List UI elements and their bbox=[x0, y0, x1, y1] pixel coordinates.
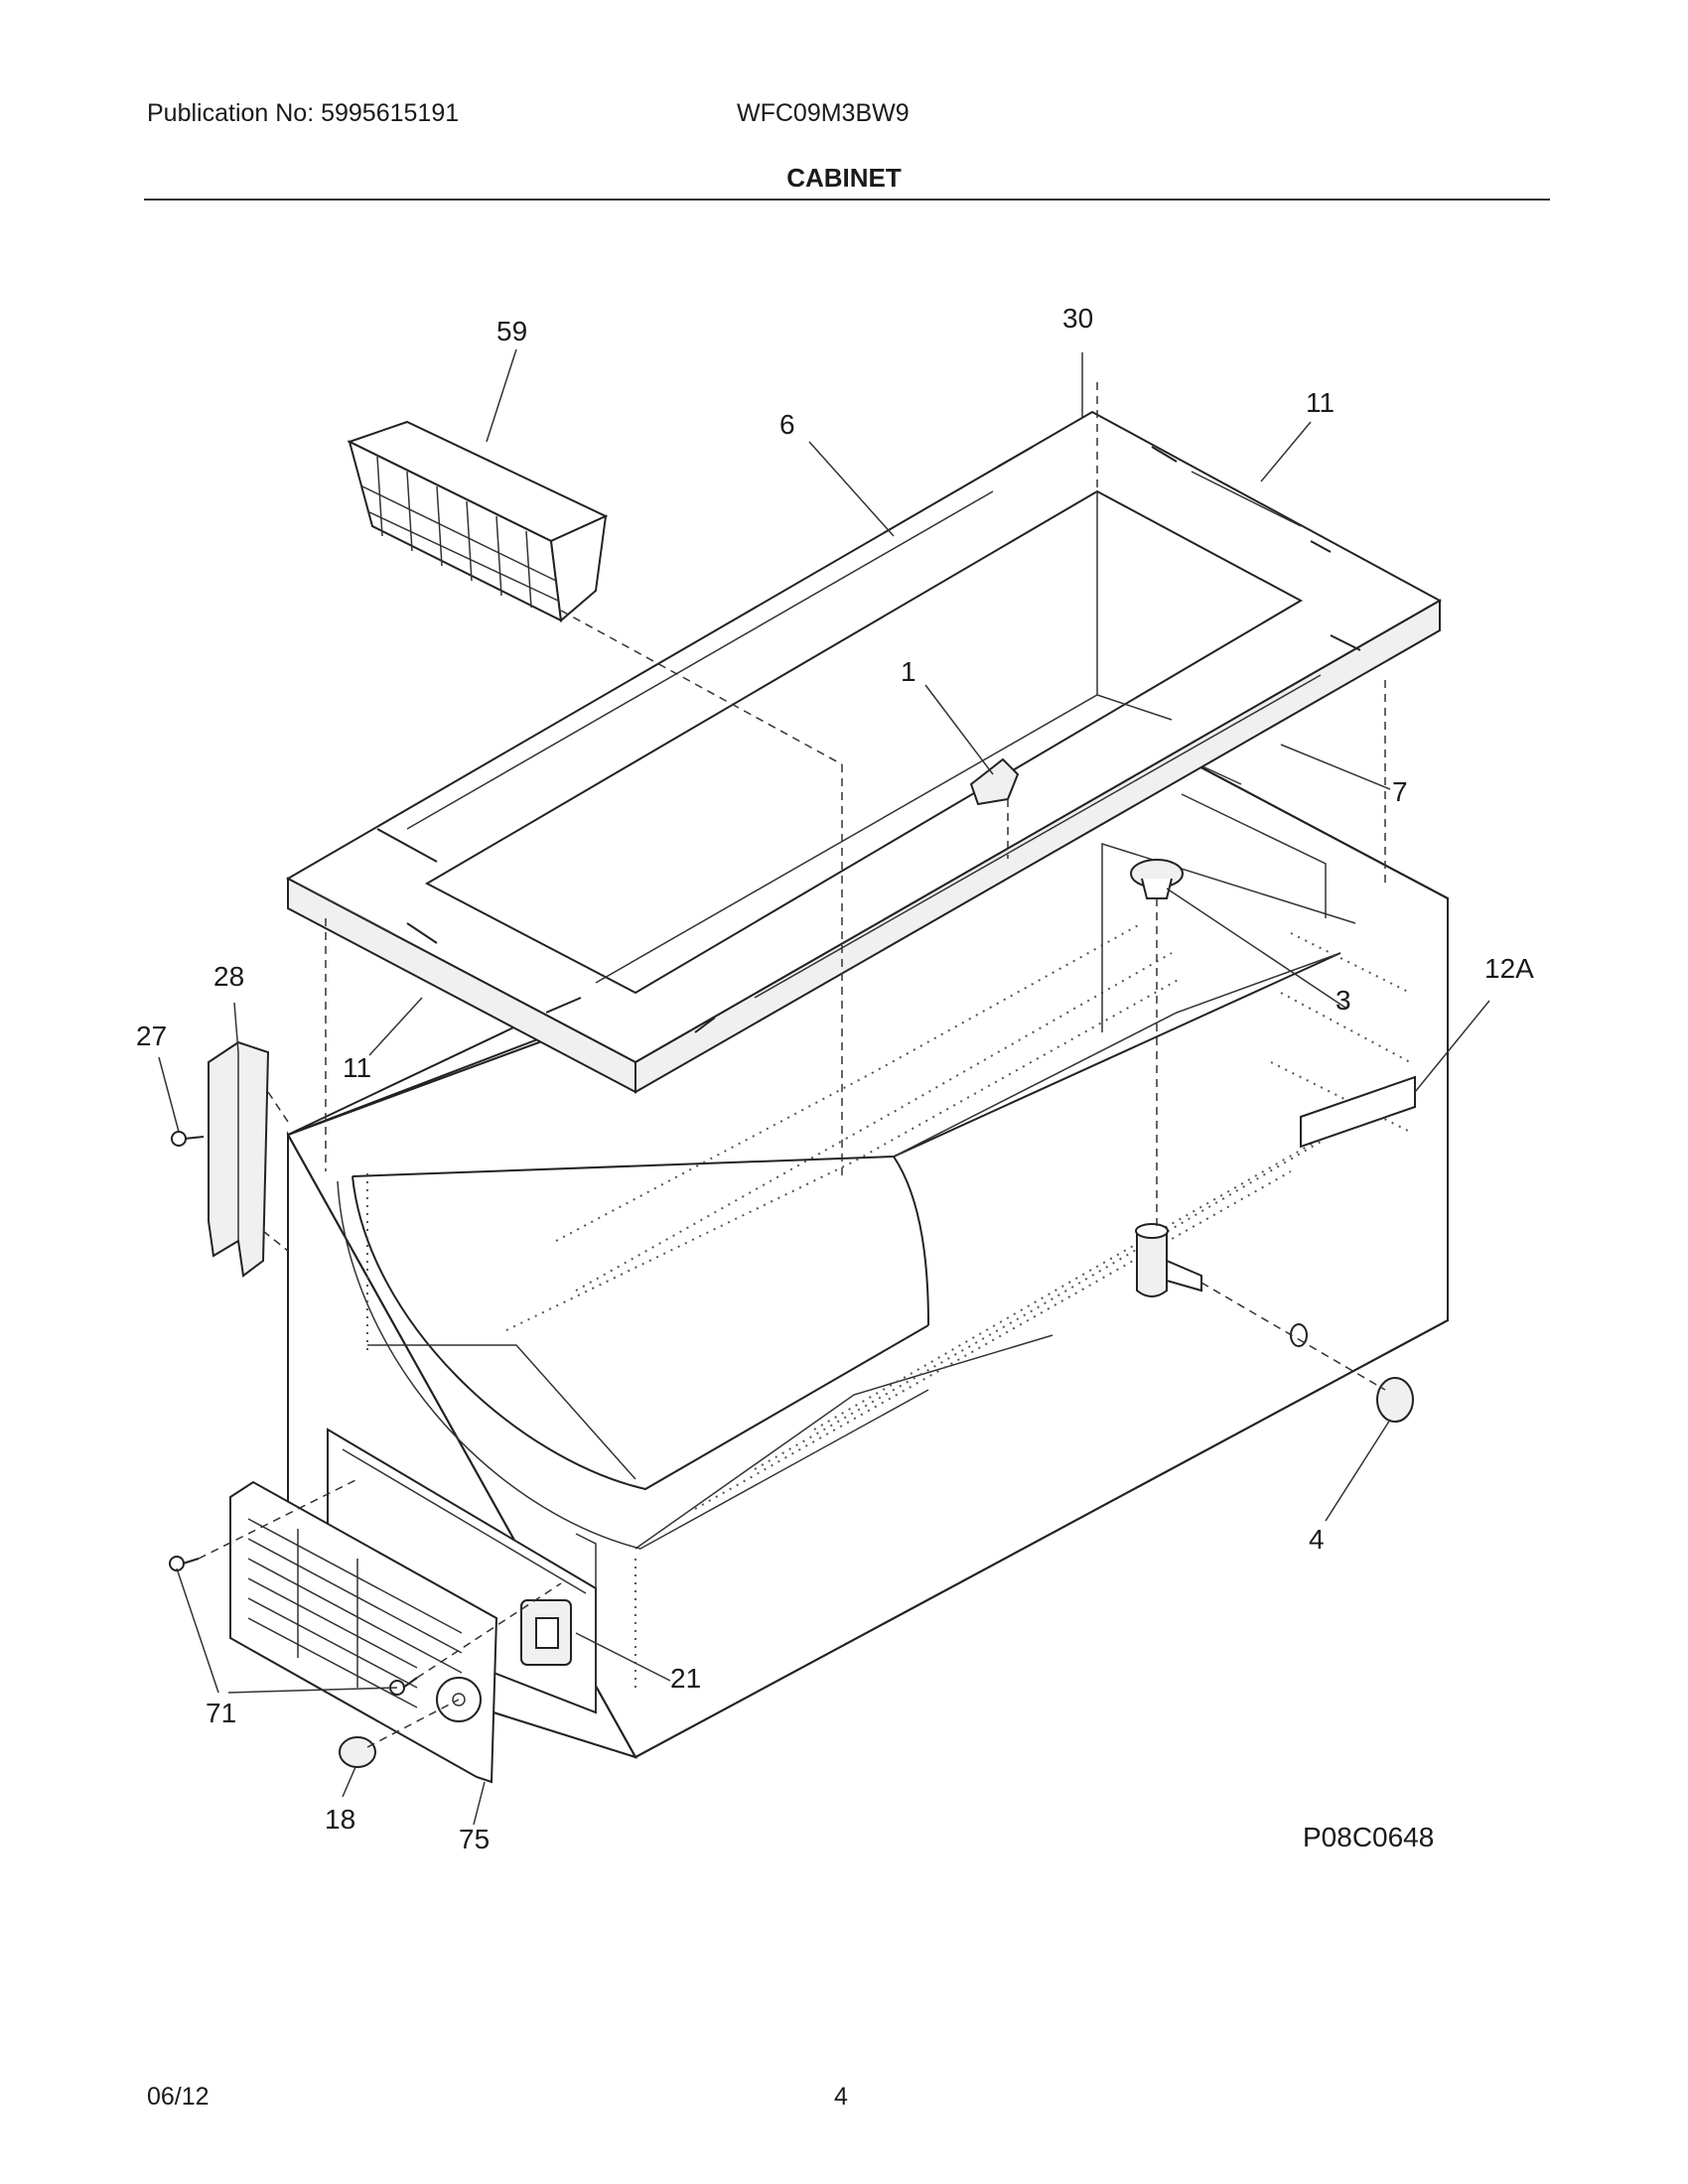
screws-71 bbox=[169, 1556, 418, 1696]
callout-numbers: 59 6 30 11 1 7 3 12A 28 27 11 4 21 71 18… bbox=[136, 303, 1534, 1854]
drain-cap-4 bbox=[1376, 1377, 1414, 1423]
cabinet-body bbox=[286, 752, 1449, 1759]
grille-75 bbox=[229, 1480, 498, 1784]
callout-59: 59 bbox=[496, 316, 527, 346]
callout-11-top: 11 bbox=[1306, 387, 1335, 418]
drain-plug-3 bbox=[1130, 859, 1184, 899]
assembly-lines bbox=[198, 382, 1386, 1748]
screw-27 bbox=[171, 1131, 205, 1147]
page-number: 4 bbox=[834, 2083, 848, 2111]
callout-11-left: 11 bbox=[343, 1052, 371, 1083]
callout-30: 30 bbox=[1062, 303, 1093, 334]
callout-12a: 12A bbox=[1484, 953, 1534, 984]
callout-21: 21 bbox=[670, 1663, 701, 1694]
callout-1: 1 bbox=[901, 656, 916, 687]
callout-71: 71 bbox=[206, 1698, 236, 1728]
callout-18: 18 bbox=[325, 1804, 355, 1835]
header-rule bbox=[144, 199, 1550, 201]
diagram-code: P08C0648 bbox=[1303, 1822, 1434, 1852]
publication-date: 06/12 bbox=[147, 2083, 210, 2111]
breaker-frame bbox=[285, 410, 1443, 1094]
callout-27: 27 bbox=[136, 1021, 167, 1051]
model-number: WFC09M3BW9 bbox=[737, 99, 910, 127]
knob-18 bbox=[339, 1736, 376, 1768]
leader-lines bbox=[158, 348, 1490, 1826]
callout-75: 75 bbox=[459, 1824, 490, 1854]
callout-28: 28 bbox=[213, 961, 244, 992]
thermostat-21 bbox=[520, 1599, 572, 1666]
hinge-bracket-28 bbox=[208, 1040, 270, 1278]
callout-6: 6 bbox=[779, 409, 795, 440]
lamp-lens-1 bbox=[969, 757, 1020, 806]
publication-number: Publication No: 5995615191 bbox=[147, 99, 460, 127]
basket-59 bbox=[347, 420, 609, 622]
callout-3: 3 bbox=[1336, 985, 1351, 1016]
callout-4: 4 bbox=[1309, 1524, 1325, 1555]
callout-7: 7 bbox=[1392, 776, 1408, 807]
page-title: CABINET bbox=[786, 163, 902, 193]
